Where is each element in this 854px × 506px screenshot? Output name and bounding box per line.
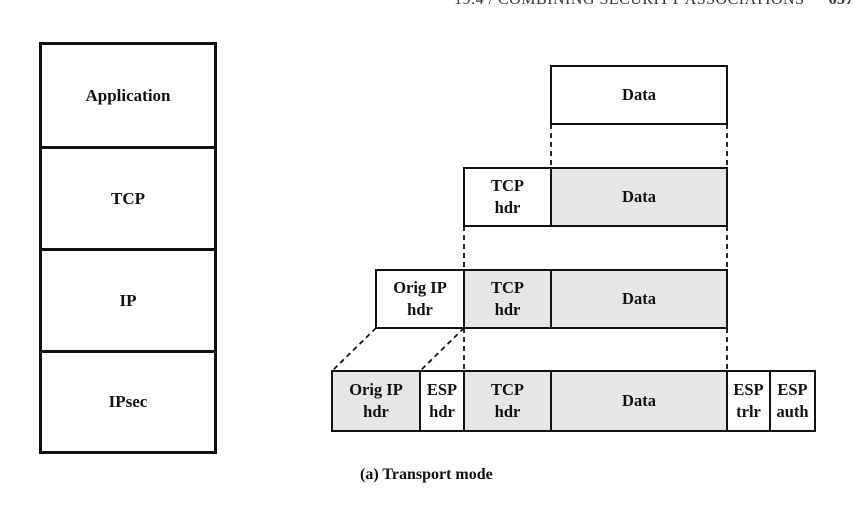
cell-esp-auth-ipsec bbox=[769, 370, 816, 432]
cell-label-orig-ip-hdr: hdr bbox=[407, 300, 433, 319]
cell-orig-ip-hdr-ipsec bbox=[331, 370, 421, 432]
dashed-connector bbox=[419, 327, 465, 372]
cell-label-tcp-hdr: TCP bbox=[491, 380, 524, 399]
cell-label-esp-hdr: ESP bbox=[427, 380, 457, 399]
cell-data-application bbox=[550, 65, 728, 125]
stack-divider bbox=[42, 146, 214, 149]
cell-label-data: Data bbox=[622, 391, 656, 410]
stack-layer-application: Application bbox=[85, 86, 171, 105]
stack-layer-ip: IP bbox=[119, 290, 137, 310]
cell-label-tcp-hdr: TCP bbox=[491, 278, 524, 297]
cell-label-tcp-hdr: hdr bbox=[495, 300, 521, 319]
cell-data-tcp bbox=[550, 167, 728, 227]
cell-label-tcp-hdr: hdr bbox=[495, 198, 521, 217]
running-header: 19.4 / COMBINING SECURITY ASSOCIATIONS 65… bbox=[0, 0, 854, 10]
cell-label-orig-ip-hdr: Orig IP bbox=[393, 278, 447, 297]
stack-divider bbox=[42, 248, 214, 251]
cell-label-esp-hdr: hdr bbox=[429, 402, 455, 421]
header-section-title: 19.4 / COMBINING SECURITY ASSOCIATIONS bbox=[454, 0, 804, 8]
stack-layer-tcp: TCP bbox=[111, 188, 145, 208]
stack-divider bbox=[42, 350, 214, 353]
stack-layer-ipsec: IPsec bbox=[108, 392, 148, 411]
protocol-stack: Application TCP IP IPsec bbox=[39, 42, 217, 454]
cell-label-esp-trlr: ESP bbox=[733, 380, 763, 399]
cell-label-esp-auth: ESP bbox=[777, 380, 807, 399]
cell-label-esp-auth: auth bbox=[776, 402, 808, 421]
cell-label-orig-ip-hdr: Orig IP bbox=[349, 380, 403, 399]
cell-label-tcp-hdr: hdr bbox=[495, 402, 521, 421]
dashed-connector bbox=[331, 327, 377, 372]
cell-tcp-hdr-ipsec bbox=[463, 370, 552, 432]
cell-label-data: Data bbox=[622, 289, 656, 308]
cell-label-orig-ip-hdr: hdr bbox=[363, 402, 389, 421]
figure-caption: (a) Transport mode bbox=[360, 466, 493, 483]
cell-label-data: Data bbox=[622, 187, 656, 206]
cell-label-data: Data bbox=[622, 85, 656, 104]
cell-data-ip bbox=[550, 269, 728, 329]
cell-esp-hdr-ipsec bbox=[419, 370, 465, 432]
cell-label-esp-trlr: trlr bbox=[736, 402, 761, 421]
cell-label-tcp-hdr: TCP bbox=[491, 176, 524, 195]
header-page-number: 657 bbox=[829, 0, 854, 8]
